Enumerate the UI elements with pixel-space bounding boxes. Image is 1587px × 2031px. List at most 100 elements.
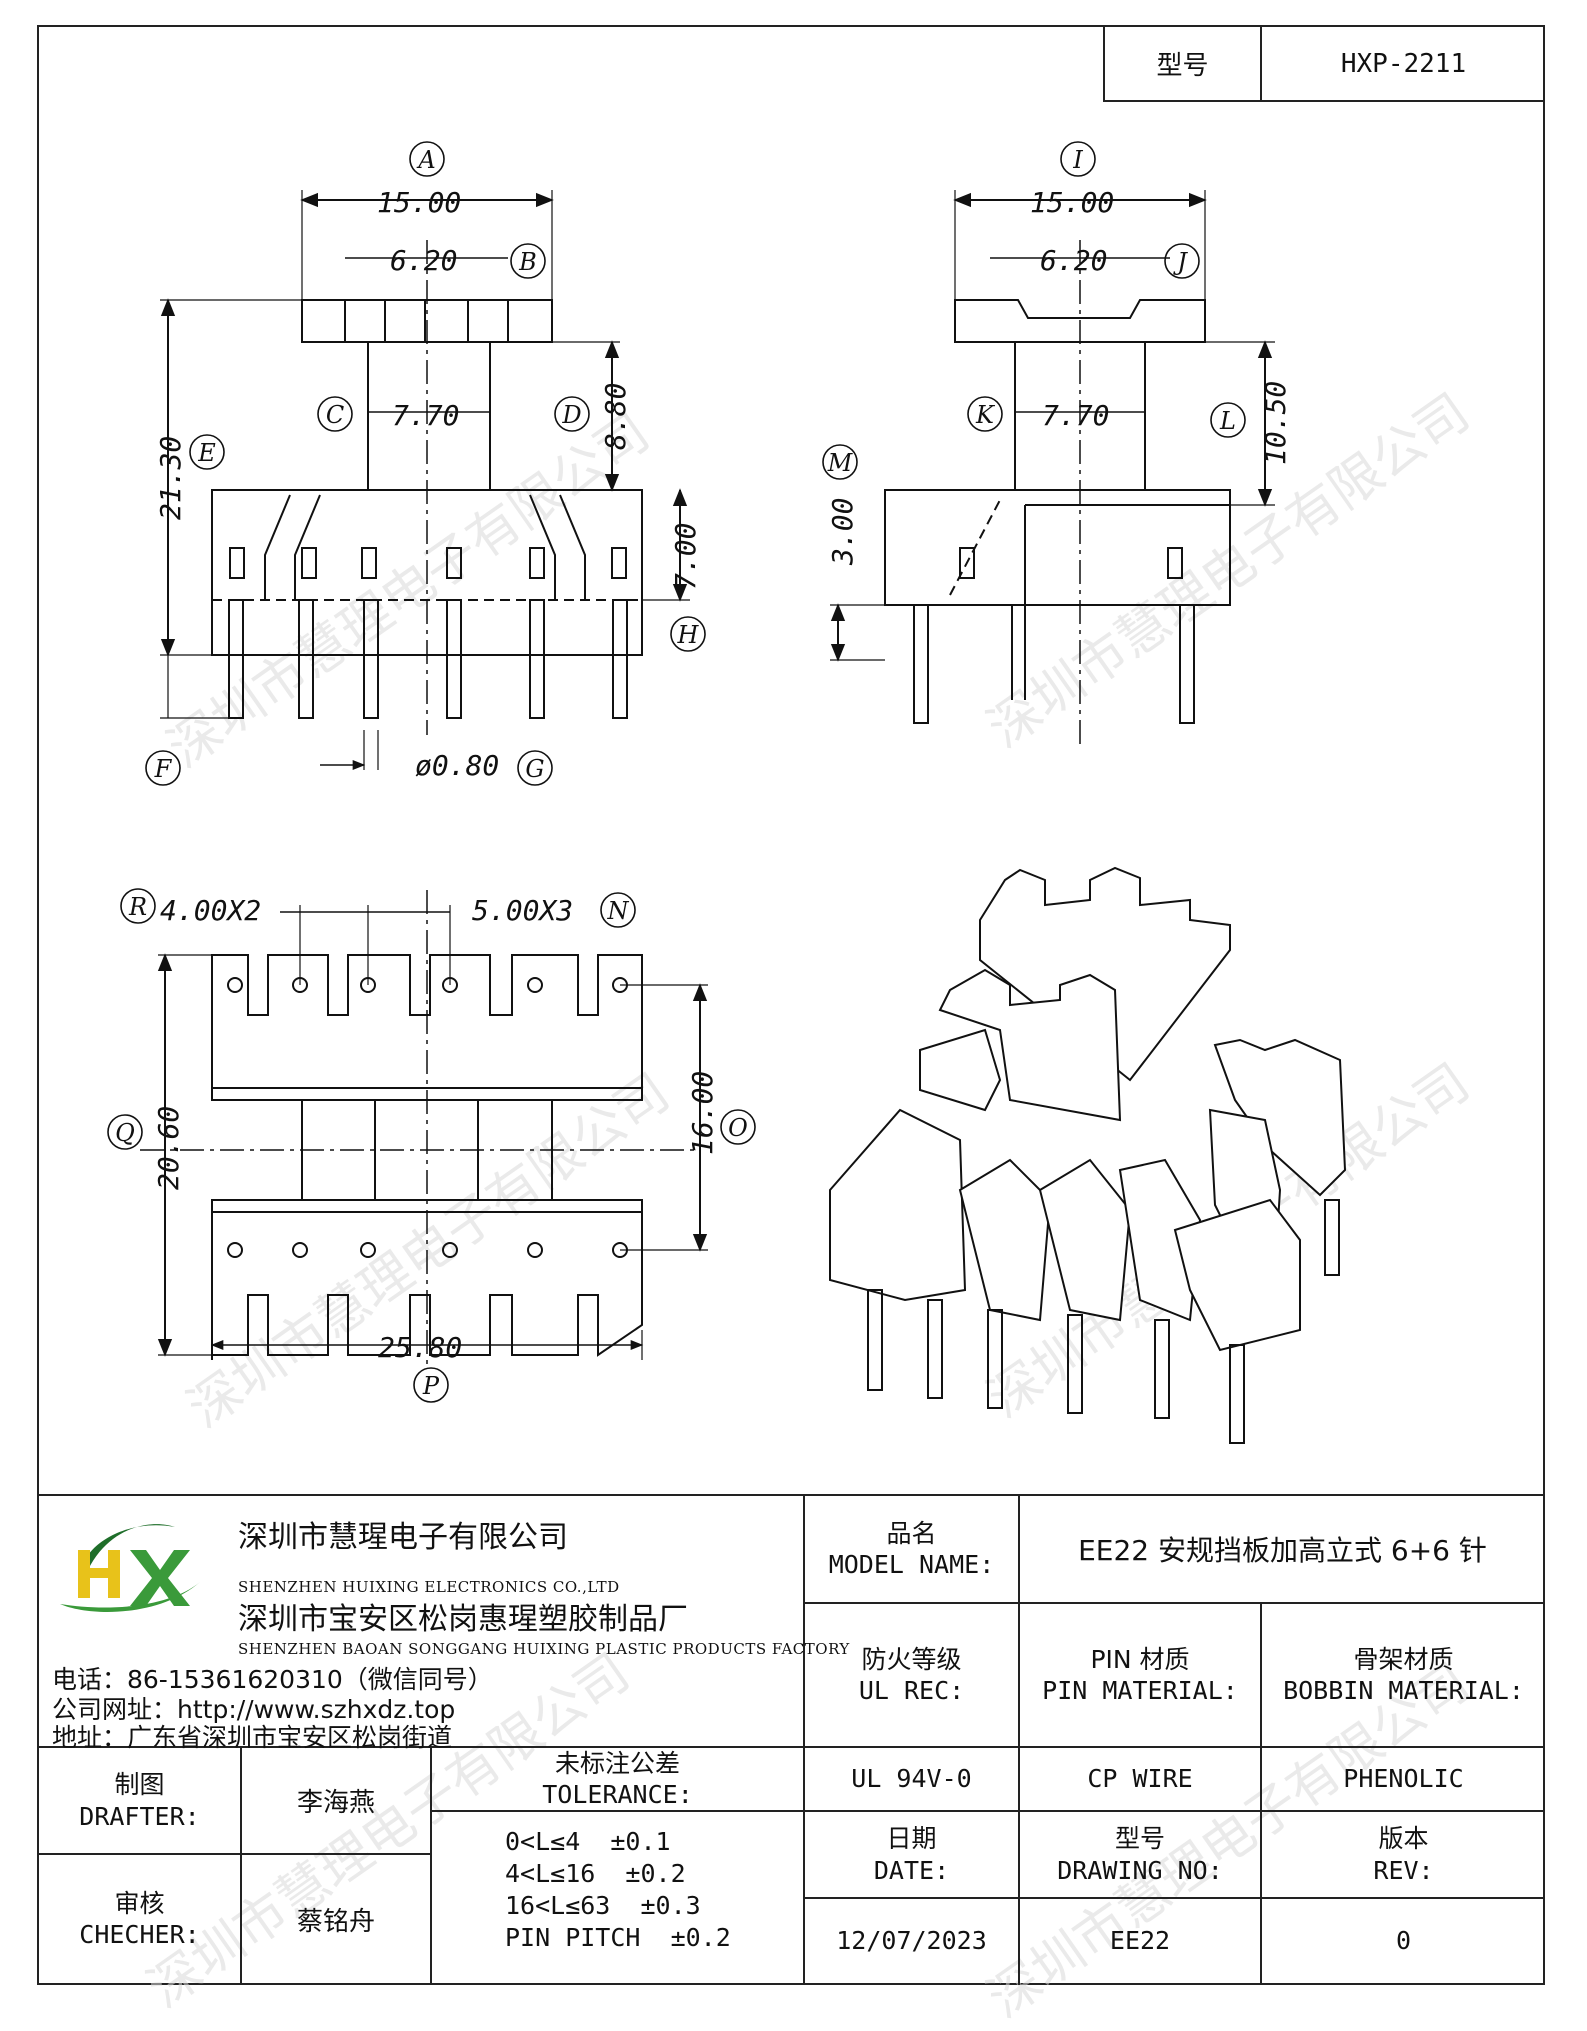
callout: A	[416, 146, 435, 174]
drafter-label-en: DRAFTER:	[79, 1801, 200, 1831]
front-view	[160, 190, 690, 771]
drafter-label-cn: 制图	[114, 1770, 165, 1800]
drawing-no-label-cn: 型号	[1114, 1824, 1165, 1854]
date-label-en: DATE:	[873, 1855, 950, 1885]
tolerance-label-en: TOLERANCE:	[542, 1780, 693, 1809]
rev-label: 版本 REV:	[1262, 1812, 1545, 1897]
contact-phone: 电话：86-15361620310（微信同号）	[52, 1665, 493, 1694]
pin-material-label-cn: PIN 材质	[1090, 1644, 1190, 1674]
callout: G	[525, 755, 544, 783]
tb-line	[1018, 1494, 1020, 1985]
dim-text: 6.20	[1040, 244, 1107, 277]
dim-text: 20.60	[152, 1106, 185, 1190]
tb-line	[803, 1494, 805, 1985]
tolerance-label-cn: 未标注公差	[554, 1748, 680, 1778]
dim-text: 6.20	[390, 244, 457, 277]
isometric-view	[829, 866, 1347, 1444]
dim-text: 3.00	[826, 498, 859, 566]
tolerance-line: 0<L≤4 ±0.1	[505, 1827, 671, 1856]
rev-label-en: REV:	[1373, 1855, 1434, 1885]
dim-text: 25.80	[378, 1331, 462, 1364]
dim-text: 16.00	[686, 1071, 719, 1155]
tolerance-table: 0<L≤4 ±0.1 4<L≤16 ±0.2 16<L≤63 ±0.3 PIN …	[505, 1826, 731, 1954]
checker-label-en: CHECHER:	[79, 1920, 200, 1949]
callout: L	[1219, 407, 1236, 435]
dim-text: 15.00	[377, 186, 461, 219]
tb-line	[430, 1746, 432, 1985]
rev-label-cn: 版本	[1378, 1824, 1429, 1854]
pin-material-label-en: PIN MATERIAL:	[1042, 1676, 1238, 1705]
drawing-no-label-en: DRAWING NO:	[1057, 1855, 1223, 1885]
drawing-no-label: 型号 DRAWING NO:	[1020, 1812, 1260, 1897]
callout: N	[607, 897, 630, 925]
dim-text: 8.80	[599, 383, 632, 450]
callout: D	[561, 401, 581, 429]
dim-text: 21.30	[154, 436, 187, 520]
dim-text: 7.00	[669, 523, 702, 590]
header-divider	[1103, 25, 1105, 102]
tb-line	[430, 1810, 803, 1812]
tb-line	[803, 1897, 1545, 1899]
model-name-value: EE22 安规挡板加高立式 6+6 针	[1078, 1534, 1487, 1567]
tb-line	[240, 1746, 242, 1985]
date-label-cn: 日期	[886, 1824, 937, 1854]
callout: C	[326, 401, 344, 429]
contact-address: 地址：广东省深圳市宝安区松岗街道	[52, 1723, 453, 1752]
dim-text: 15.00	[1030, 186, 1114, 219]
tb-line	[803, 1602, 1545, 1604]
callout: O	[728, 1114, 748, 1142]
date-label: 日期 DATE:	[805, 1812, 1018, 1897]
model-name-label-cn: 品名	[886, 1518, 937, 1548]
callout: B	[518, 248, 537, 276]
dim-text: 5.00X3	[472, 894, 573, 927]
drawing-frame	[37, 25, 1545, 1985]
bottom-view	[140, 890, 708, 1370]
checker-label-cn: 审核	[114, 1888, 165, 1918]
checker-label: 审核 CHECHER:	[39, 1855, 240, 1983]
ul-label: 防火等级 UL REC:	[805, 1604, 1018, 1746]
model-name-label: 品名 MODEL NAME:	[805, 1496, 1018, 1602]
checker-name: 蔡铭舟	[296, 1906, 375, 1937]
company-logo	[60, 1524, 200, 1612]
callout: H	[677, 621, 700, 649]
drafter-label: 制图 DRAFTER:	[39, 1748, 240, 1853]
tolerance-label: 未标注公差 TOLERANCE:	[432, 1748, 803, 1810]
bobbin-material-value: PHENOLIC	[1343, 1764, 1464, 1794]
rev-value: 0	[1395, 1926, 1412, 1956]
callout: P	[422, 1372, 440, 1400]
company-name-cn: 深圳市慧瑆电子有限公司	[238, 1520, 568, 1555]
dim-text: 4.00X2	[160, 894, 261, 927]
bobbin-material-label: 骨架材质 BOBBIN MATERIAL:	[1262, 1604, 1545, 1746]
tolerance-line: 4<L≤16 ±0.2	[505, 1859, 686, 1888]
ul-value: UL 94V-0	[851, 1764, 972, 1794]
callout: F	[154, 755, 173, 783]
callout: E	[197, 439, 216, 467]
tolerance-line: PIN PITCH ±0.2	[505, 1923, 731, 1952]
dim-text: 7.70	[392, 399, 459, 432]
tb-line	[37, 1853, 430, 1855]
ul-label-cn: 防火等级	[861, 1644, 962, 1674]
side-view	[830, 190, 1275, 745]
tb-line	[37, 1494, 1545, 1496]
model-label: 型号	[1156, 51, 1209, 81]
pin-material-value: CP WIRE	[1087, 1764, 1193, 1794]
contact-website[interactable]: 公司网址：http://www.szhxdz.top	[52, 1695, 456, 1724]
factory-name-en: SHENZHEN BAOAN SONGGANG HUIXING PLASTIC …	[238, 1640, 850, 1658]
pin-material-label: PIN 材质 PIN MATERIAL:	[1020, 1604, 1260, 1746]
callout: J	[1172, 248, 1188, 276]
callout: Q	[115, 1119, 135, 1147]
tb-line	[803, 1810, 1545, 1812]
callout: M	[827, 449, 854, 477]
tolerance-line: 16<L≤63 ±0.3	[505, 1891, 701, 1920]
factory-name-cn: 深圳市宝安区松岗惠瑆塑胶制品厂	[238, 1602, 688, 1637]
tb-line	[1260, 1602, 1262, 1985]
dim-text: 7.70	[1042, 399, 1109, 432]
ul-label-en: UL REC:	[858, 1676, 965, 1705]
model-value: HXP-2211	[1340, 48, 1467, 79]
tb-line	[37, 1746, 1545, 1748]
bobbin-material-label-en: BOBBIN MATERIAL:	[1283, 1676, 1524, 1705]
drafter-name: 李海燕	[296, 1788, 375, 1818]
date-value: 12/07/2023	[836, 1926, 987, 1956]
company-name-en: SHENZHEN HUIXING ELECTRONICS CO.,LTD	[238, 1578, 620, 1596]
technical-drawings: 15.00 6.20 7.70 21.30 8.80 7.00 ø0.80 15…	[107, 141, 1347, 1444]
